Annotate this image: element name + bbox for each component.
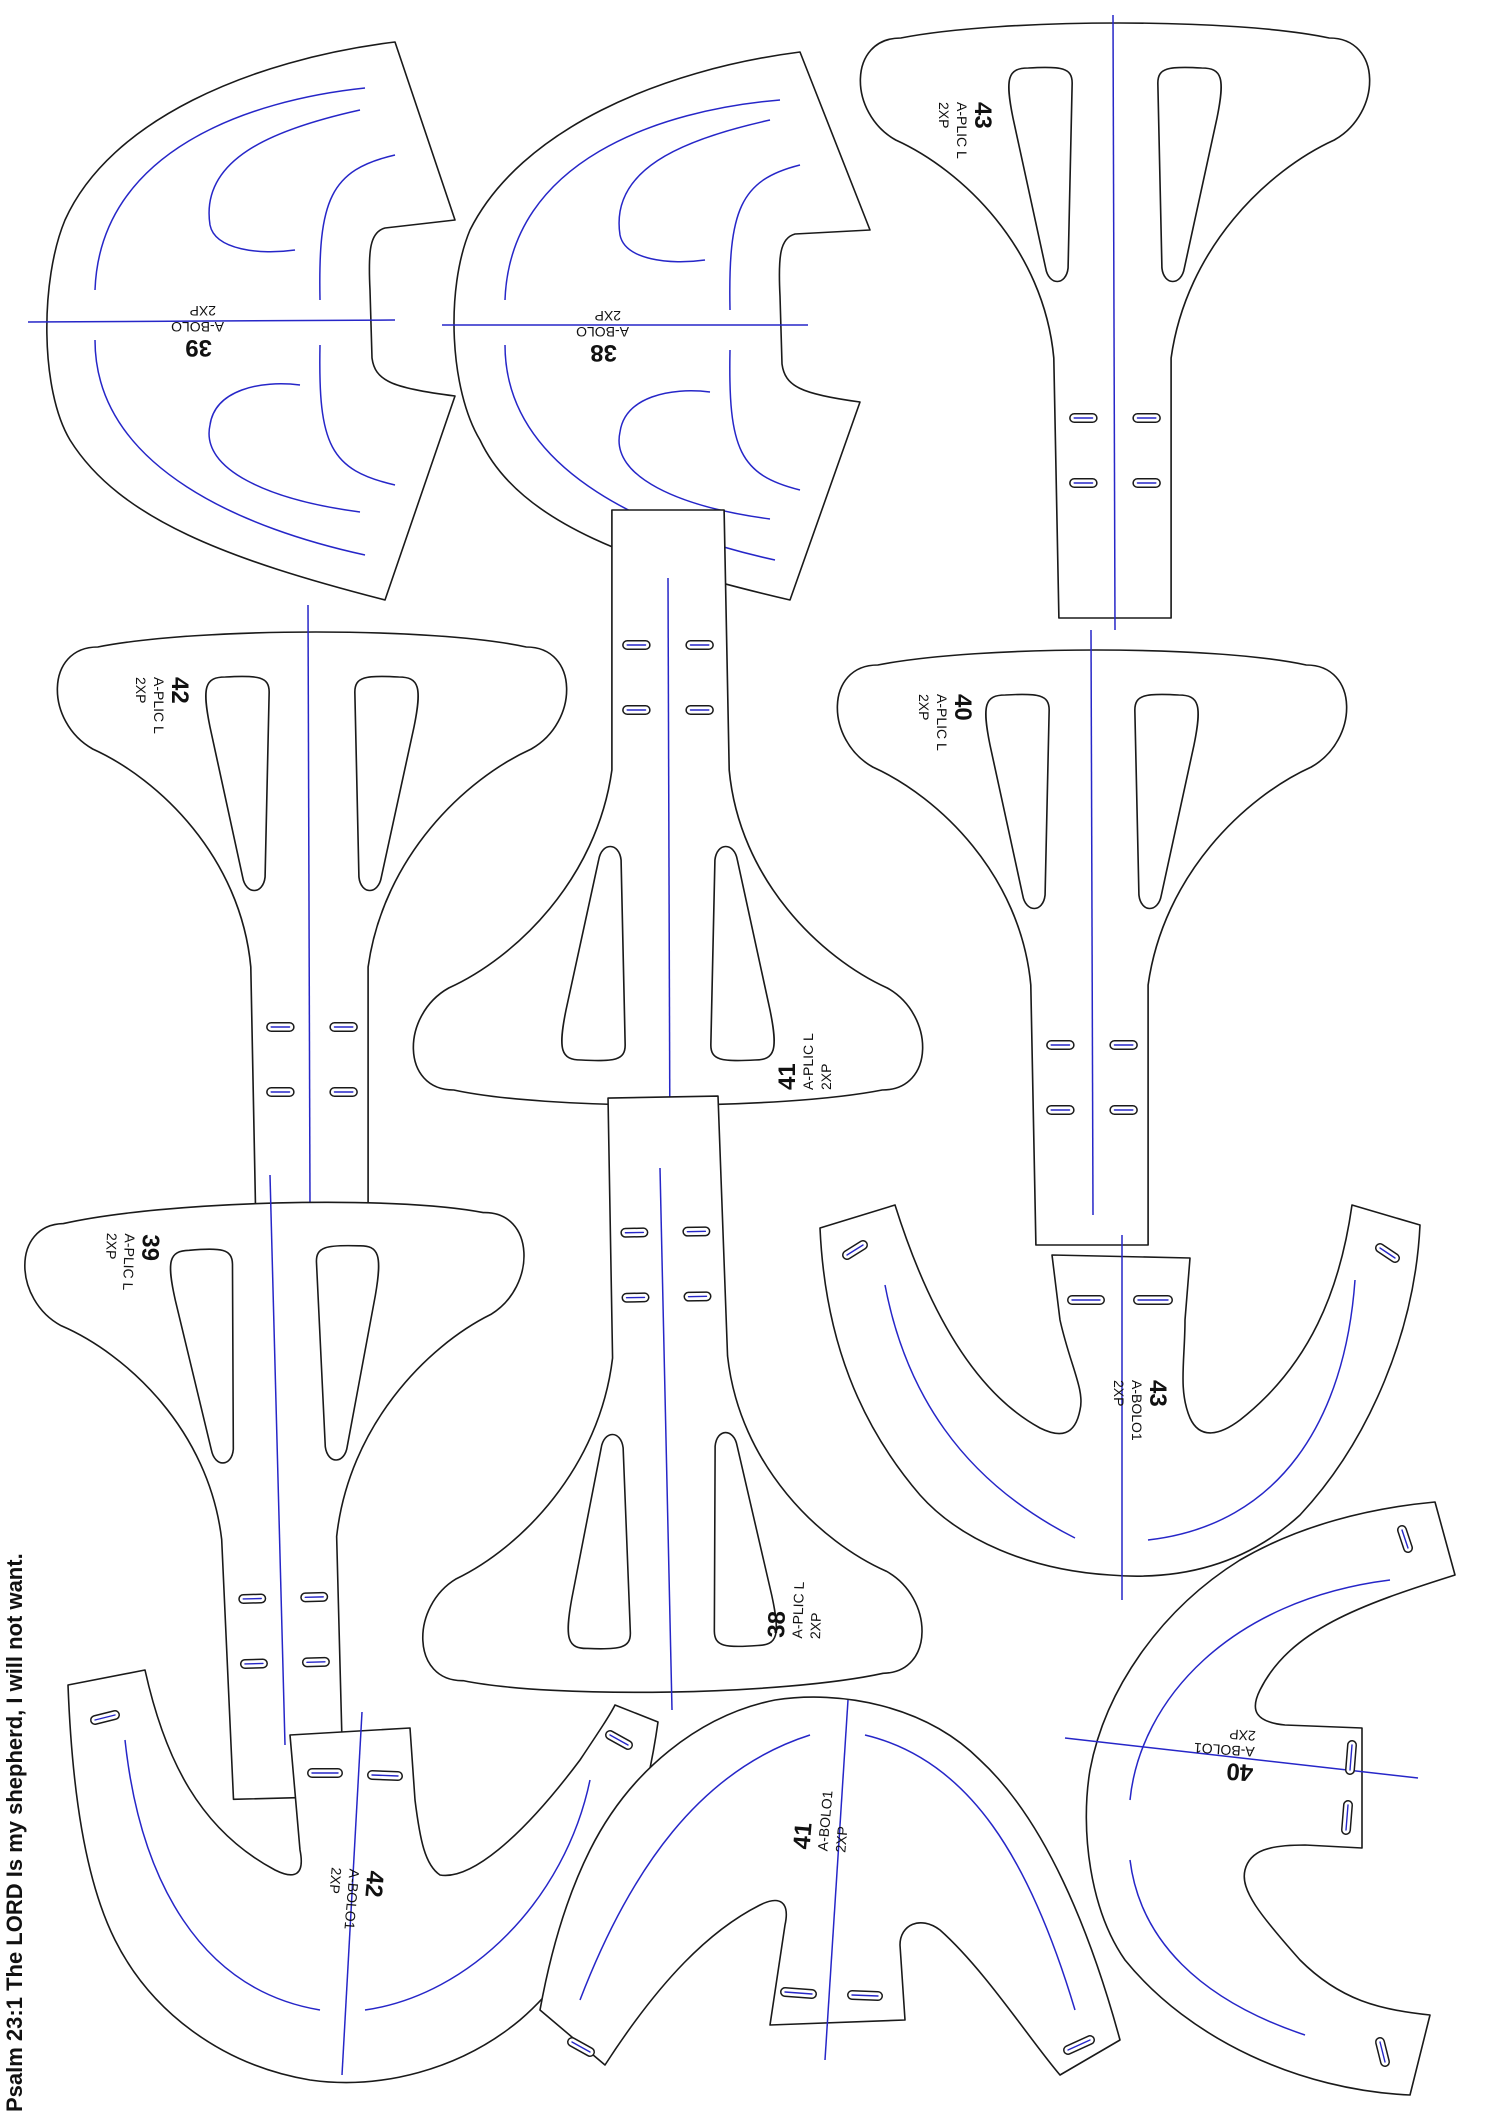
- piece-code: A-BOLO: [576, 324, 629, 340]
- piece-qty: 2XP: [595, 308, 621, 324]
- svg-text:2XP: 2XP: [807, 1612, 824, 1639]
- svg-text:40: 40: [1226, 1757, 1255, 1786]
- svg-text:41: 41: [788, 1821, 817, 1850]
- label-43-plic: 43 A-PLIC L 2XP: [936, 102, 996, 159]
- svg-text:A-BOLO1: A-BOLO1: [1129, 1380, 1145, 1441]
- svg-text:A-BOLO1: A-BOLO1: [814, 1790, 835, 1852]
- svg-text:A-BOLO1: A-BOLO1: [341, 1868, 362, 1930]
- pattern-piece-41-bolo1: 41 A-BOLO1 2XP: [539, 1696, 1121, 2076]
- label-42-plic: 42 A-PLIC L 2XP: [133, 677, 193, 734]
- svg-text:40: 40: [949, 694, 976, 721]
- svg-text:43: 43: [1144, 1380, 1171, 1407]
- label-38-plic: 38 A-PLIC L 2XP: [763, 1581, 824, 1639]
- svg-text:42: 42: [166, 677, 193, 704]
- piece-number: 39: [185, 334, 212, 361]
- piece-qty: 2XP: [190, 303, 216, 319]
- piece-code: A-BOLO: [171, 319, 224, 335]
- label-39-plic: 39 A-PLIC L 2XP: [103, 1233, 164, 1291]
- svg-text:2XP: 2XP: [832, 1826, 850, 1854]
- svg-text:A-PLIC L: A-PLIC L: [954, 102, 970, 159]
- svg-text:A-PLIC L: A-PLIC L: [120, 1233, 138, 1291]
- pattern-piece-39-bolo: 39 A-BOLO 2XP: [27, 41, 456, 601]
- svg-text:A-PLIC L: A-PLIC L: [934, 694, 950, 751]
- svg-text:2XP: 2XP: [1111, 1380, 1127, 1406]
- pattern-piece-38-bolo: 38 A-BOLO 2XP: [442, 51, 871, 601]
- pattern-piece-42-bolo1: 42 A-BOLO1 2XP: [67, 1669, 659, 2084]
- svg-text:42: 42: [359, 1870, 388, 1899]
- pattern-piece-38-plic: [413, 1093, 923, 1697]
- label-41-plic: 41 A-PLIC L 2XP: [774, 1033, 834, 1090]
- svg-text:43: 43: [969, 102, 996, 129]
- svg-text:A-BOLO1: A-BOLO1: [1193, 1740, 1255, 1760]
- piece-number: 38: [590, 339, 617, 366]
- svg-text:2XP: 2XP: [326, 1867, 344, 1895]
- svg-text:41: 41: [774, 1063, 801, 1090]
- svg-text:A-PLIC L: A-PLIC L: [789, 1581, 807, 1639]
- svg-text:2XP: 2XP: [133, 677, 149, 703]
- svg-text:A-PLIC L: A-PLIC L: [800, 1033, 816, 1090]
- pattern-piece-40-bolo1: 40 A-BOLO1 2XP: [1064, 1501, 1456, 2096]
- svg-text:2XP: 2XP: [1229, 1726, 1257, 1744]
- svg-text:38: 38: [763, 1611, 791, 1639]
- svg-text:2XP: 2XP: [916, 694, 932, 720]
- svg-text:A-PLIC L: A-PLIC L: [151, 677, 167, 734]
- pattern-piece-43-bolo1: 43 A-BOLO1 2XP: [819, 1204, 1421, 1600]
- scripture-caption: Psalm 23:1 The LORD Is my shepherd, I wi…: [2, 1553, 27, 2112]
- svg-text:2XP: 2XP: [818, 1064, 834, 1090]
- svg-text:2XP: 2XP: [103, 1233, 120, 1260]
- pattern-piece-42-plic: [57, 632, 566, 1227]
- label-40-plic: 40 A-PLIC L 2XP: [916, 694, 976, 751]
- svg-text:2XP: 2XP: [936, 102, 952, 128]
- svg-text:39: 39: [136, 1234, 164, 1262]
